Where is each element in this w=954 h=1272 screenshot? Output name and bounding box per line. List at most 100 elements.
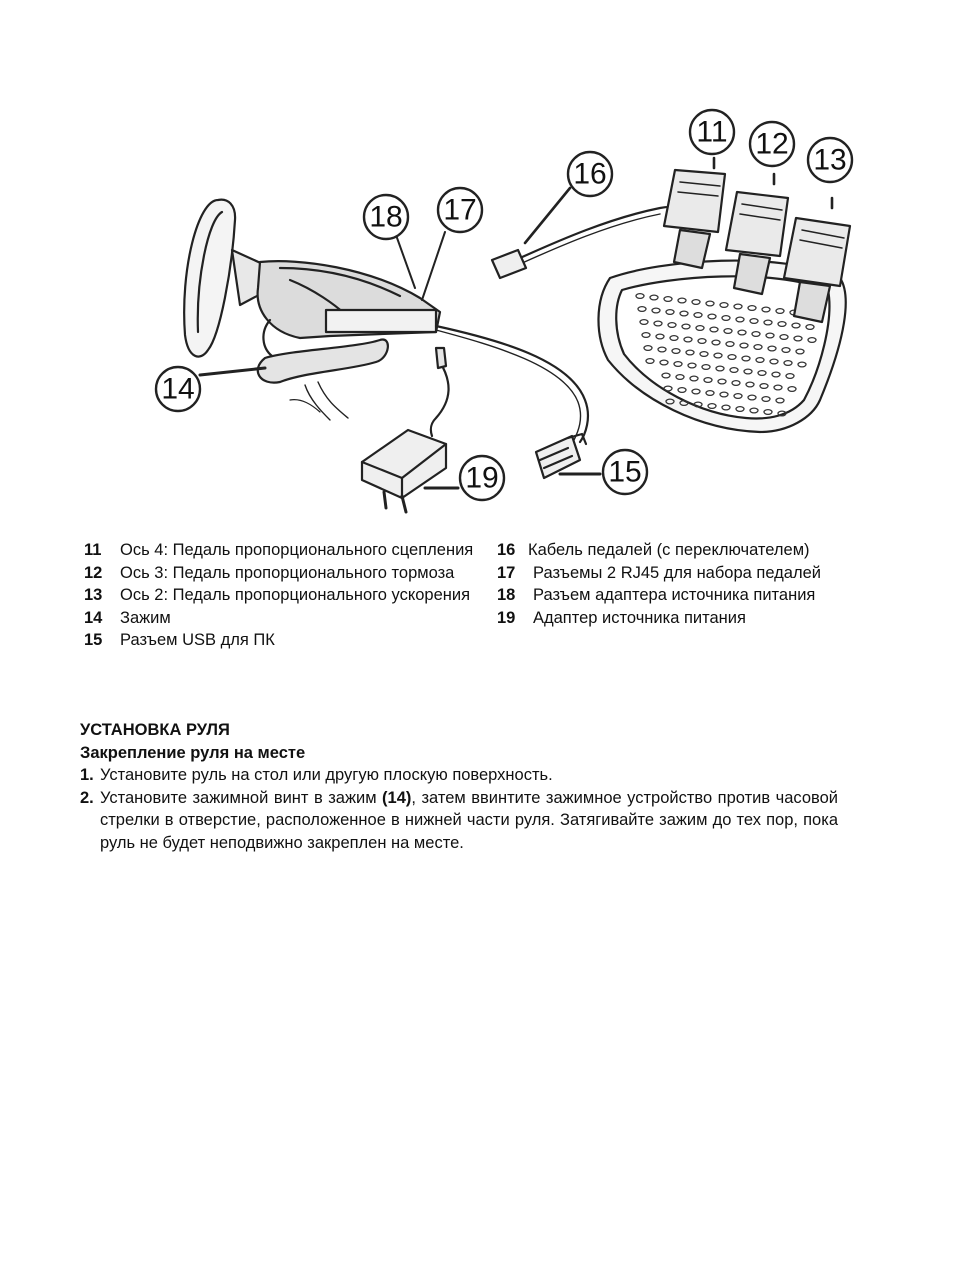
perforation-hole bbox=[749, 317, 759, 325]
power-cable-drawing bbox=[429, 360, 450, 438]
perforation-hole bbox=[773, 384, 783, 391]
perforation-hole bbox=[749, 407, 759, 414]
perforation-hole bbox=[645, 357, 655, 365]
perforation-hole bbox=[807, 336, 817, 344]
perforation-hole bbox=[679, 399, 689, 407]
perforation-hole bbox=[667, 321, 677, 329]
perforation-hole bbox=[747, 304, 757, 312]
step-item: 1. Установите руль на стол или другую пл… bbox=[80, 764, 838, 787]
perforation-hole bbox=[797, 361, 807, 368]
installation-section: УСТАНОВКА РУЛЯ Закрепление руля на месте… bbox=[80, 719, 838, 855]
perforation-hole bbox=[635, 292, 645, 300]
legend-text: Ось 2: Педаль пропорционального ускорени… bbox=[120, 586, 471, 605]
perforation-hole bbox=[725, 340, 735, 348]
perforation-hole bbox=[665, 308, 675, 316]
perforation-hole bbox=[759, 382, 769, 390]
perforation-hole bbox=[763, 319, 773, 326]
perforation-hole bbox=[735, 316, 745, 323]
legend-number: 12 bbox=[84, 563, 103, 582]
perforation-hole bbox=[743, 368, 753, 375]
legend-item: 12 Ось 3: Педаль пропорционального тормоз… bbox=[84, 562, 473, 585]
perforation-hole bbox=[737, 329, 747, 336]
callout-12: 12 bbox=[755, 128, 788, 161]
perforation-hole bbox=[659, 359, 669, 366]
perforation-hole bbox=[691, 388, 701, 395]
perforation-hole bbox=[641, 331, 651, 339]
perforation-hole bbox=[747, 394, 757, 401]
perforation-hole bbox=[719, 391, 729, 398]
perforation-hole bbox=[705, 389, 715, 397]
perforation-hole bbox=[805, 323, 815, 331]
perforation-hole bbox=[731, 379, 741, 387]
perforation-hole bbox=[785, 372, 795, 380]
legend-item: 14 Зажим bbox=[84, 607, 473, 630]
perforation-hole bbox=[721, 404, 731, 411]
legend-text: Адаптер источника питания bbox=[533, 608, 746, 627]
perforation-hole bbox=[689, 375, 699, 382]
legend-number: 14 bbox=[84, 608, 103, 627]
perforation-hole bbox=[713, 352, 723, 359]
perforation-hole bbox=[709, 326, 719, 333]
step-item: 2. Установите зажимной винт в зажим (14)… bbox=[80, 787, 838, 855]
step-reference: (14) bbox=[382, 788, 412, 807]
step-number: 1. bbox=[80, 766, 94, 785]
perforation-hole bbox=[663, 385, 673, 392]
perforation-hole bbox=[681, 323, 691, 330]
perforation-hole bbox=[783, 359, 793, 367]
callout-16: 16 bbox=[573, 158, 606, 191]
perforation-hole bbox=[795, 348, 805, 355]
perforation-hole bbox=[781, 346, 791, 354]
perforation-hole bbox=[767, 345, 777, 352]
wheel-pedals-illustration: 11 12 13 14 15 16 17 18 19 bbox=[154, 108, 854, 514]
usb-plug-drawing bbox=[534, 432, 588, 480]
legend-text: Ось 3: Педаль пропорционального тормоза bbox=[120, 563, 455, 582]
legend-text: Разъем адаптера источника питания bbox=[533, 586, 816, 605]
perforation-hole bbox=[691, 298, 701, 306]
callout-11: 11 bbox=[696, 116, 727, 149]
perforation-hole bbox=[777, 320, 787, 328]
legend-text: Разъем USB для ПК bbox=[120, 631, 275, 650]
step-number: 2. bbox=[80, 788, 94, 807]
perforation-hole bbox=[697, 337, 707, 345]
perforation-hole bbox=[717, 378, 727, 385]
legend-text: Зажим bbox=[120, 608, 171, 627]
perforation-hole bbox=[761, 395, 771, 403]
perforation-hole bbox=[775, 307, 785, 315]
perforation-hole bbox=[733, 392, 743, 400]
legend-number: 13 bbox=[84, 586, 103, 605]
section-subtitle: Закрепление руля на месте bbox=[80, 743, 306, 762]
step-text: Установите зажимной винт в зажим (14), з… bbox=[100, 788, 838, 852]
callout-19: 19 bbox=[465, 462, 498, 495]
perforation-hole bbox=[715, 365, 725, 372]
perforation-hole bbox=[695, 324, 705, 332]
perforation-hole bbox=[637, 305, 647, 313]
perforation-hole bbox=[677, 386, 687, 394]
perforation-hole bbox=[657, 346, 667, 353]
perforation-hole bbox=[771, 371, 781, 378]
perforation-hole bbox=[643, 344, 653, 352]
perforation-hole bbox=[745, 381, 755, 388]
perforation-hole bbox=[671, 347, 681, 355]
perforation-hole bbox=[757, 369, 767, 377]
callout-18: 18 bbox=[369, 201, 402, 234]
perforation-hole bbox=[723, 327, 733, 335]
perforation-hole bbox=[733, 303, 743, 310]
perforation-hole bbox=[751, 330, 761, 338]
callout-15: 15 bbox=[608, 456, 641, 489]
perforation-hole bbox=[651, 307, 661, 314]
perforation-hole bbox=[755, 356, 765, 364]
perforation-hole bbox=[727, 353, 737, 361]
perforation-hole bbox=[673, 360, 683, 368]
perforation-hole bbox=[699, 350, 709, 358]
perforation-hole bbox=[685, 349, 695, 356]
perforation-hole bbox=[763, 408, 773, 416]
legend-number: 19 bbox=[497, 608, 516, 627]
perforation-hole bbox=[683, 336, 693, 343]
perforation-hole bbox=[707, 313, 717, 320]
perforation-hole bbox=[787, 385, 797, 393]
